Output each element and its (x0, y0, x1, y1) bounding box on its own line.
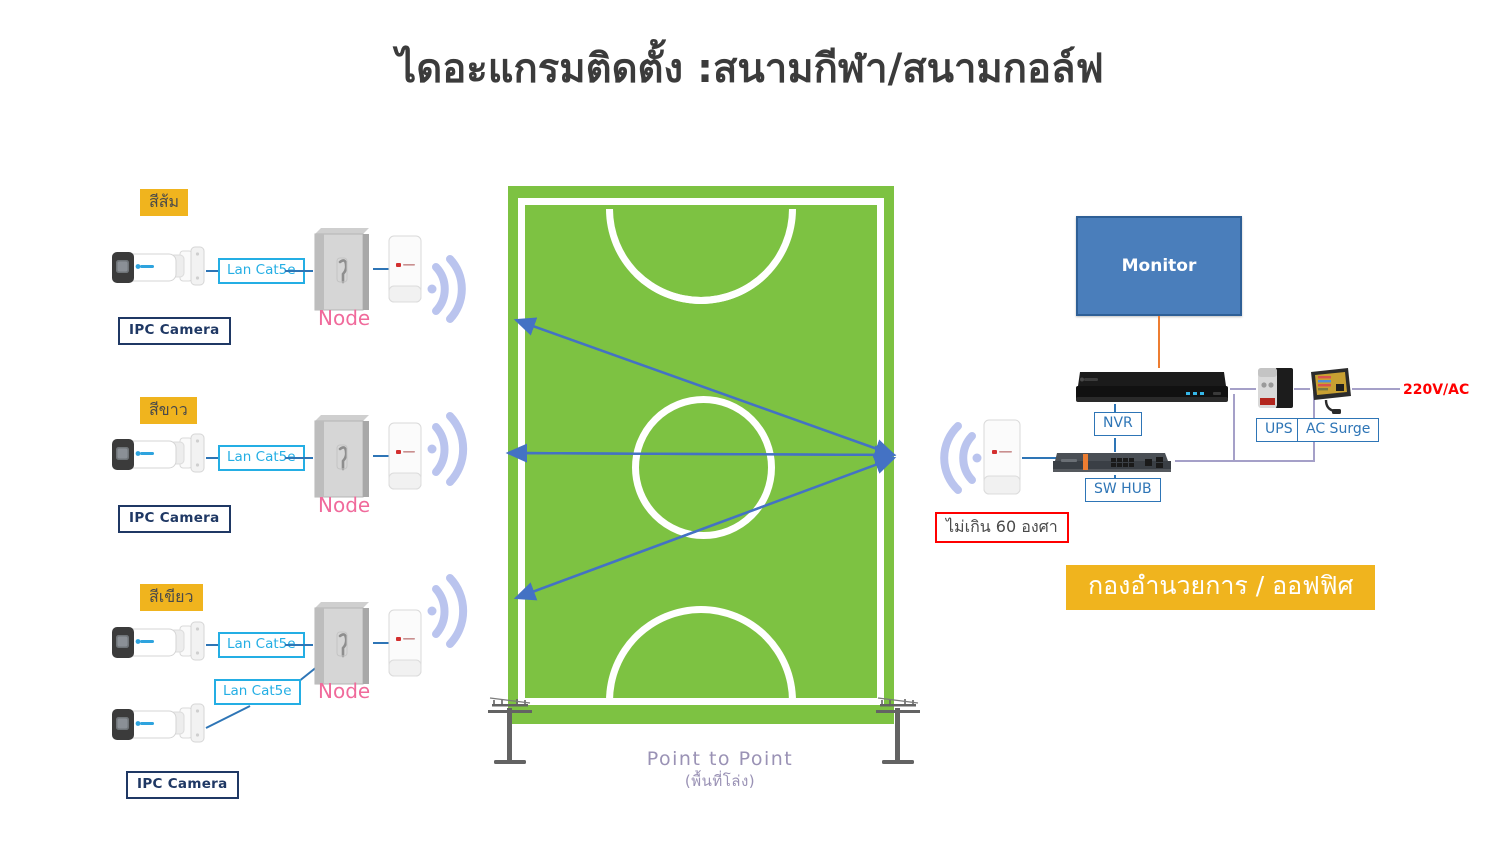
cable-nvr-to-label (1114, 404, 1116, 414)
ac-surge-device-icon (1311, 368, 1351, 414)
cable-lan-to-node (285, 270, 313, 272)
lan-cable-label: Lan Cat5e (218, 445, 305, 471)
cable-cam-to-lan (206, 457, 226, 459)
group-badge-green: สีเขียว (140, 584, 203, 611)
angle-note-label: ไม่เกิน 60 องศา (935, 512, 1069, 543)
ipc-camera-icon (112, 433, 205, 473)
ups-label: UPS (1256, 418, 1302, 443)
wifi-signal-icon (427, 412, 468, 486)
node-cabinet-icon (314, 228, 369, 311)
ac-surge-label: AC Surge (1297, 418, 1380, 443)
cpe-antenna-icon (388, 609, 422, 677)
cable-cam-to-lan (206, 644, 226, 646)
cable-nvr-to-switch (1114, 438, 1116, 452)
cable-switch-power-riser (1233, 394, 1235, 461)
cable-surge-to-mains (1352, 388, 1400, 390)
wifi-signal-icon (940, 422, 982, 494)
wifi-signal-icon (427, 574, 468, 648)
cable-switch-power-to-ups (1233, 460, 1315, 462)
ipc-camera-label: IPC Camera (118, 317, 231, 345)
field-caption: Point to Point (พื้นที่โล่ง) (610, 748, 830, 791)
cpe-antenna-icon (388, 422, 422, 490)
group-badge-orange: สีส้ม (140, 189, 189, 216)
mains-voltage-label: 220V/AC (1403, 382, 1470, 398)
cable-cam-to-lan (206, 270, 226, 272)
cable-lan-to-node (285, 457, 313, 459)
cable-node-to-cpe (373, 642, 389, 644)
wireless-link-arrows (505, 317, 897, 601)
utility-pole-right-icon (876, 697, 920, 764)
office-banner: กองอำนวยการ / ออฟฟิศ (1066, 565, 1376, 610)
cable-lan-to-node (285, 644, 313, 646)
ups-device-icon (1258, 368, 1293, 408)
cable-node-to-cpe (373, 268, 389, 270)
ipc-camera-label: IPC Camera (118, 505, 231, 533)
ipc-camera-icon (112, 621, 205, 661)
field-caption-main: Point to Point (646, 748, 794, 770)
switch-label: SW HUB (1085, 478, 1161, 503)
utility-pole-left-icon (488, 697, 532, 764)
monitor-display: Monitor (1076, 216, 1242, 316)
nvr-label: NVR (1094, 412, 1142, 437)
lan-cable-label: Lan Cat5e (214, 679, 301, 705)
cable-monitor-to-nvr (1158, 316, 1160, 368)
cable-switch-power-run (1175, 460, 1235, 462)
node-cabinet-icon (314, 602, 369, 685)
ipc-camera-label: IPC Camera (126, 771, 239, 799)
node-cabinet-icon (314, 415, 369, 498)
node-label: Node (318, 679, 371, 703)
ipc-camera-icon (112, 246, 205, 286)
group-badge-white: สีขาว (140, 397, 197, 424)
node-label: Node (318, 306, 371, 330)
page-title: ไดอะแกรมติดตั้ง :สนามกีฬา/สนามกอล์ฟ (396, 46, 1104, 92)
cpe-antenna-icon (388, 235, 422, 303)
ipc-camera-icon (112, 703, 205, 743)
cable-nvr-to-ups (1230, 388, 1256, 390)
cpe-receiver-icon (983, 419, 1021, 495)
field-caption-sub: (พื้นที่โล่ง) (684, 771, 756, 790)
monitor-label: Monitor (1121, 256, 1197, 276)
cable-node-to-cpe (373, 455, 389, 457)
node-label: Node (318, 493, 371, 517)
network-switch-icon (1053, 453, 1171, 472)
cable-ups-to-surge (1294, 388, 1310, 390)
wifi-signal-icon (427, 255, 466, 323)
cable-switch-to-label (1114, 475, 1116, 480)
field-line-outer-bottom (518, 698, 884, 705)
cable-cpe-to-switch (1022, 457, 1056, 459)
field-center-circle (632, 396, 775, 539)
nvr-device-icon (1076, 372, 1228, 402)
